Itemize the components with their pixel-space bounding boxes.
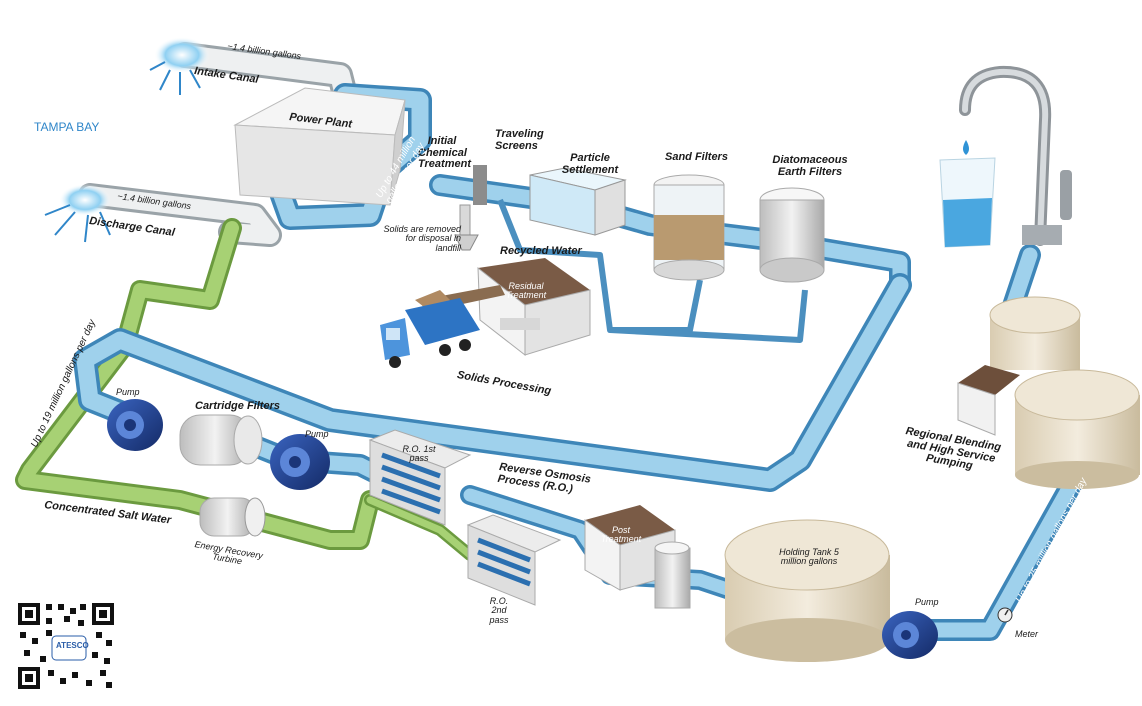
return-loop-pipe (73, 273, 912, 492)
ro-1st-pass-label: R.O. 1st pass (402, 444, 436, 464)
solids-cone (454, 234, 479, 251)
post-treatment-building (584, 505, 691, 609)
ro-2nd-pass-rack (466, 514, 562, 606)
traveling-screens-label: Traveling Screens (495, 128, 544, 152)
post-treatment-label: Post Treatment (600, 525, 642, 545)
sand-filter (653, 174, 725, 281)
chemical-dosing (459, 204, 471, 236)
discharge-splash (59, 184, 111, 216)
brine-pipe (15, 218, 476, 561)
water-drop-icon (963, 140, 969, 155)
recycled-water-label: Recycled Water (500, 245, 582, 257)
truck-icon (380, 298, 480, 368)
cartridge-filters-label: Cartridge Filters (195, 400, 280, 412)
qr-code (14, 600, 116, 692)
pump-1-label: Pump (116, 387, 140, 397)
sand-filters-label: Sand Filters (665, 151, 728, 163)
pump-3-icon (882, 611, 938, 659)
pump-1-icon (107, 399, 163, 451)
qr-logo-text: ATESCO (56, 641, 89, 650)
solids-removed-label: Solids are removed for disposal in landf… (383, 224, 461, 253)
pump-2-icon (270, 434, 330, 490)
pump-3-label: Pump (915, 597, 939, 607)
cartridge-filter (179, 414, 263, 466)
regional-blending-tanks (957, 296, 1140, 489)
ro-1st-pass-rack (368, 429, 472, 526)
pump-2-label: Pump (305, 429, 329, 439)
meter-label: Meter (1015, 629, 1039, 639)
particle-settlement-tank (529, 167, 627, 236)
energy-recovery-turbine (199, 497, 266, 537)
meter-icon (997, 607, 1013, 623)
diatomaceous-earth-filter (759, 187, 825, 283)
intake-splash (154, 37, 210, 73)
diatomaceous-earth-filters-label: Diatomaceous Earth Filters (772, 154, 848, 178)
holding-tank (724, 519, 890, 662)
water-glass-icon (939, 157, 996, 248)
discharge-arrows-icon (44, 204, 111, 243)
residual-treatment-building (477, 258, 591, 357)
traveling-screens (473, 165, 487, 205)
initial-chemical-treatment-label: Initial Chemical Treatment (418, 135, 471, 171)
faucet-icon (959, 65, 1072, 246)
power-plant (233, 87, 406, 206)
recycle-pipe (497, 198, 808, 343)
discharge-pipe (78, 183, 282, 247)
tampa-bay-label: TAMPA BAY (34, 120, 100, 134)
holding-tank-label: Holding Tank 5 million gallons (779, 547, 839, 567)
intake-arrows-icon (149, 61, 201, 95)
particle-settlement-label: Particle Settlement (561, 152, 619, 176)
residual-treatment-label: Residual Treatment (505, 281, 547, 301)
ro-2nd-pass-label: R.O. 2nd pass (489, 596, 509, 625)
